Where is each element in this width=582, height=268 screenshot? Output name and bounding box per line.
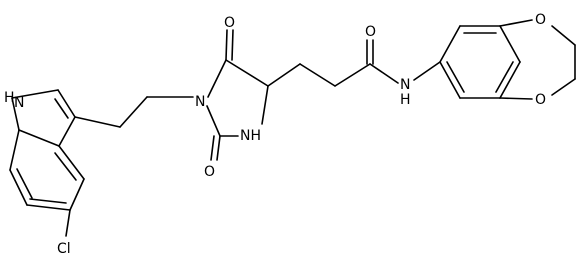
bond [413,61,441,81]
atom-o-amide: O [365,24,376,40]
atom-nh-ring: NH [240,128,261,144]
bond [299,63,336,87]
atom-o-upper: O [224,15,235,31]
bond [334,63,371,87]
bond [69,178,85,211]
bond [65,209,71,237]
atom-n-imide: N [195,94,205,110]
bond [495,61,514,93]
bond [58,145,85,180]
atom-n-indole: N [14,95,24,111]
atom-h-indole: H [4,90,15,106]
bond [499,97,533,100]
bond [225,29,228,61]
atom-labels: H N Cl N O O NH O N H O O [4,12,546,257]
bond [551,25,576,46]
bond [207,59,227,98]
bond [446,61,465,93]
bond [439,61,461,99]
bond [369,63,399,84]
bond [57,89,76,118]
bond [11,89,59,99]
bond [54,152,77,181]
bond [29,198,67,204]
bond [74,116,121,128]
bond [9,129,20,171]
bonds [9,19,576,237]
bond [26,204,71,211]
bond [231,29,234,61]
bond [225,59,269,87]
bond [551,78,576,96]
bond [18,129,60,147]
atom-n-amide: N [400,77,410,93]
atom-o-lower: O [204,164,215,180]
bond [206,105,221,137]
bond [11,97,20,131]
bond [499,19,533,27]
bond [216,135,221,161]
bond [58,116,76,147]
bond [267,63,301,87]
atom-o-dioxane-bottom: O [535,92,546,108]
bond [439,25,461,63]
bond [119,96,148,128]
bond [261,85,269,125]
atom-o-dioxane-top: O [535,12,546,28]
bond [499,61,521,99]
bond [54,98,69,119]
bond [499,25,521,63]
bond [16,168,33,199]
bond [210,135,215,161]
bond [9,169,28,206]
atom-chlorine: Cl [57,241,71,257]
atom-h-amide: H [400,92,411,108]
